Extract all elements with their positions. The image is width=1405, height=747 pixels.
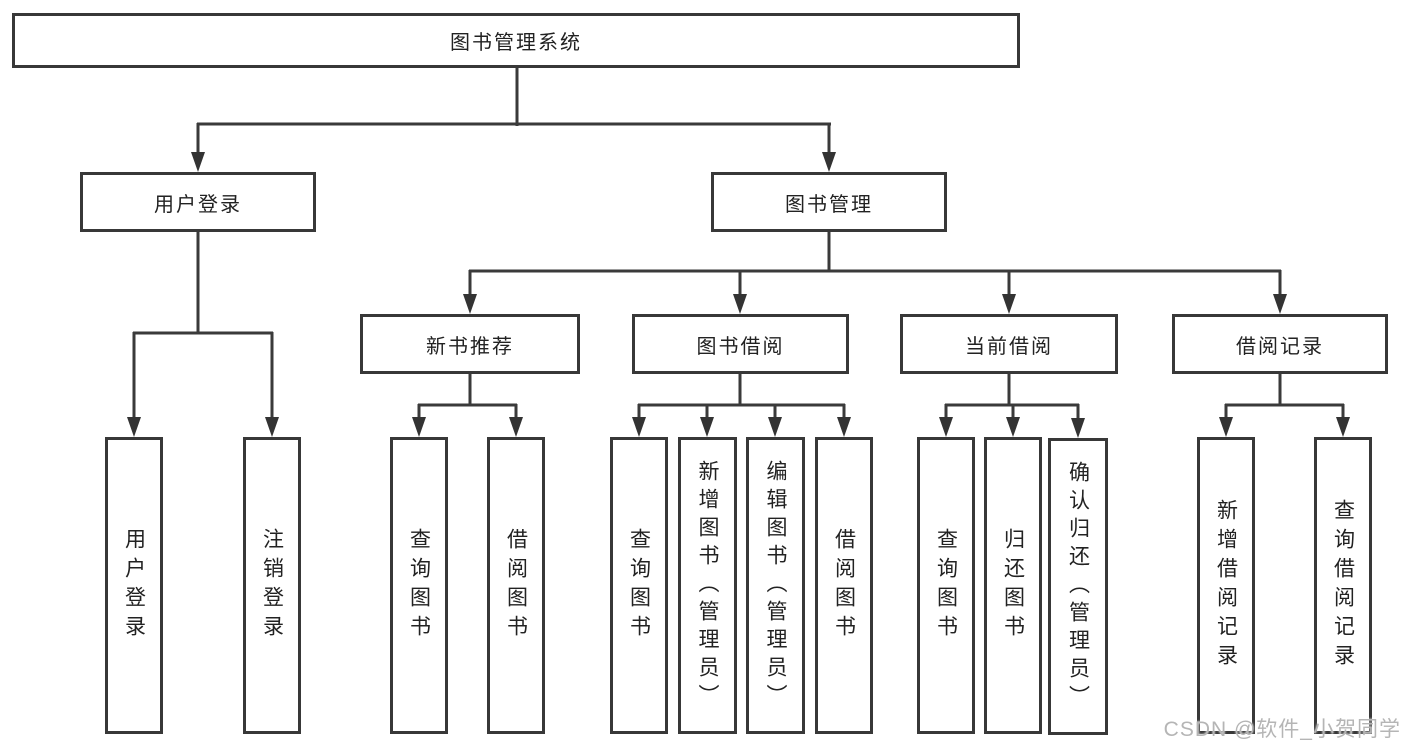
leaf-borrow-query-books: 查询图书 xyxy=(610,437,668,734)
leaf-current-return-books: 归还图书 xyxy=(984,437,1042,734)
node-label: 用户登录 xyxy=(154,193,242,216)
node-label: 查询图书 xyxy=(934,527,958,644)
node-borrow-records: 借阅记录 xyxy=(1172,314,1388,374)
csdn-watermark: CSDN @软件_小贺同学 xyxy=(1163,718,1401,741)
node-label: 编辑图书（管理员） xyxy=(764,459,787,712)
node-label: 新增图书（管理员） xyxy=(696,459,719,712)
leaf-records-query-record: 查询借阅记录 xyxy=(1314,437,1372,734)
node-label: 新书推荐 xyxy=(426,335,514,358)
node-book-borrow: 图书借阅 xyxy=(632,314,849,374)
node-new-book-recommend: 新书推荐 xyxy=(360,314,580,374)
leaf-records-add-record: 新增借阅记录 xyxy=(1197,437,1255,734)
node-user-login: 用户登录 xyxy=(80,172,316,232)
node-label: 查询图书 xyxy=(407,527,431,644)
node-label: 注销登录 xyxy=(260,527,284,644)
node-label: 查询借阅记录 xyxy=(1331,498,1355,673)
leaf-borrow-add-book-admin: 新增图书（管理员） xyxy=(678,437,737,734)
node-label: 新增借阅记录 xyxy=(1214,498,1238,673)
node-current-borrow: 当前借阅 xyxy=(900,314,1118,374)
node-book-management: 图书管理 xyxy=(711,172,947,232)
node-label: 借阅图书 xyxy=(504,527,528,644)
node-label: 借阅记录 xyxy=(1236,335,1324,358)
node-label: 用户登录 xyxy=(122,527,146,644)
node-label: 归还图书 xyxy=(1001,527,1025,644)
leaf-logout: 注销登录 xyxy=(243,437,301,734)
leaf-borrow-edit-book-admin: 编辑图书（管理员） xyxy=(746,437,805,734)
node-label: 图书借阅 xyxy=(696,335,785,358)
leaf-current-confirm-return-admin: 确认归还（管理员） xyxy=(1048,438,1108,735)
leaf-current-query-books: 查询图书 xyxy=(917,437,975,734)
node-label: 确认归还（管理员） xyxy=(1066,460,1090,713)
node-label: 图书管理 xyxy=(785,193,873,216)
leaf-user-login: 用户登录 xyxy=(105,437,163,734)
leaf-recommend-query-books: 查询图书 xyxy=(390,437,448,734)
node-label: 查询图书 xyxy=(627,527,651,644)
node-label: 图书管理系统 xyxy=(450,32,582,54)
leaf-recommend-borrow-books: 借阅图书 xyxy=(487,437,545,734)
node-label: 借阅图书 xyxy=(832,527,856,644)
leaf-borrow-borrow-books: 借阅图书 xyxy=(815,437,873,734)
node-root-library-system: 图书管理系统 xyxy=(12,13,1020,68)
node-label: 当前借阅 xyxy=(965,335,1053,358)
